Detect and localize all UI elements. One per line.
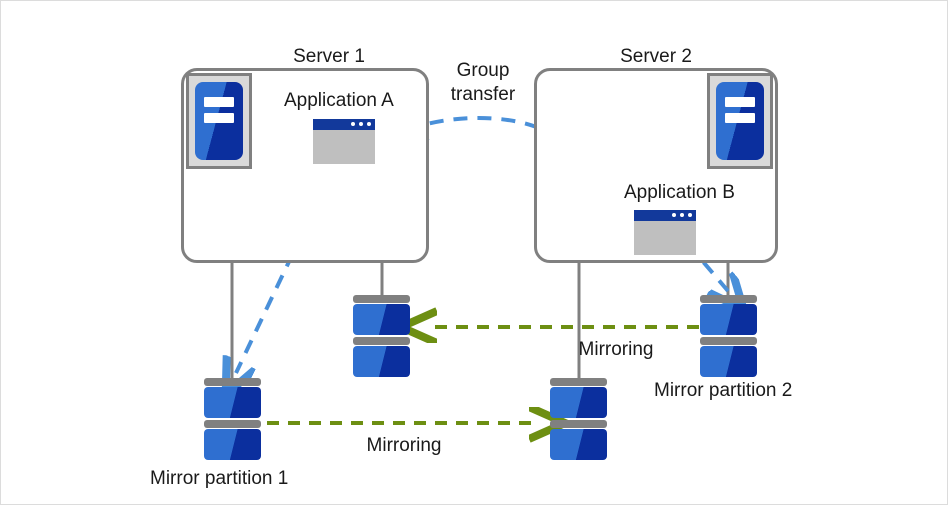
- app-a-dot-1: [351, 122, 355, 126]
- server1-title: Server 1: [293, 46, 365, 67]
- group-transfer-label-line2: transfer: [450, 84, 516, 105]
- disk-stack-icon-server1-mid: [353, 295, 410, 377]
- disk-cap-top: [353, 295, 410, 303]
- server2-led-bar-2: [724, 113, 756, 124]
- app-b-dot-2: [680, 213, 684, 217]
- disk-stack-icon-mirror-partition-1: [204, 378, 261, 460]
- group-transfer-label-line1: Group: [456, 60, 510, 81]
- mp1-platter-top: [204, 387, 261, 418]
- server-led-bar-1: [203, 96, 235, 107]
- disk-cap-bottom: [353, 337, 410, 345]
- mp2-cap-top: [700, 295, 757, 303]
- mirror-partition-2-label: Mirror partition 2: [654, 380, 793, 401]
- mp2-platter-top: [700, 304, 757, 335]
- server1-box: [181, 68, 429, 263]
- app-a-dot-2: [359, 122, 363, 126]
- mirroring-label-lower: Mirroring: [366, 435, 442, 456]
- application-window-icon-a: [313, 119, 375, 164]
- s2d-platter-bottom: [550, 429, 607, 460]
- server2-led-bar-1: [724, 96, 756, 107]
- mp1-platter-bottom: [204, 429, 261, 460]
- disk-stack-icon-server2-lower: [550, 378, 607, 460]
- mp2-cap-bottom: [700, 337, 757, 345]
- application-window-icon-b: [634, 210, 696, 255]
- server2-title: Server 2: [620, 46, 692, 67]
- s2d-cap-top: [550, 378, 607, 386]
- app-a-dot-3: [367, 122, 371, 126]
- mp2-platter-bottom: [700, 346, 757, 377]
- disk-stack-icon-mirror-partition-2: [700, 295, 757, 377]
- app-a-titlebar: [313, 119, 375, 130]
- disk-platter-bottom: [353, 346, 410, 377]
- s2d-cap-bottom: [550, 420, 607, 428]
- mirror-partition-1-label: Mirror partition 1: [150, 468, 289, 489]
- server-led-bar-2: [203, 113, 235, 124]
- app-b-dot-3: [688, 213, 692, 217]
- server-chassis-2: [716, 82, 764, 160]
- server-tower-icon-2: [707, 73, 773, 169]
- application-a-label: Application A: [284, 90, 394, 111]
- mirroring-label-upper: Mirroring: [578, 339, 654, 360]
- server-tower-icon: [186, 73, 252, 169]
- application-b-label: Application B: [624, 182, 735, 203]
- server-chassis: [195, 82, 243, 160]
- disk-platter-top: [353, 304, 410, 335]
- app-b-dot-1: [672, 213, 676, 217]
- mp1-cap-top: [204, 378, 261, 386]
- s2d-platter-top: [550, 387, 607, 418]
- app-b-titlebar: [634, 210, 696, 221]
- mp1-cap-bottom: [204, 420, 261, 428]
